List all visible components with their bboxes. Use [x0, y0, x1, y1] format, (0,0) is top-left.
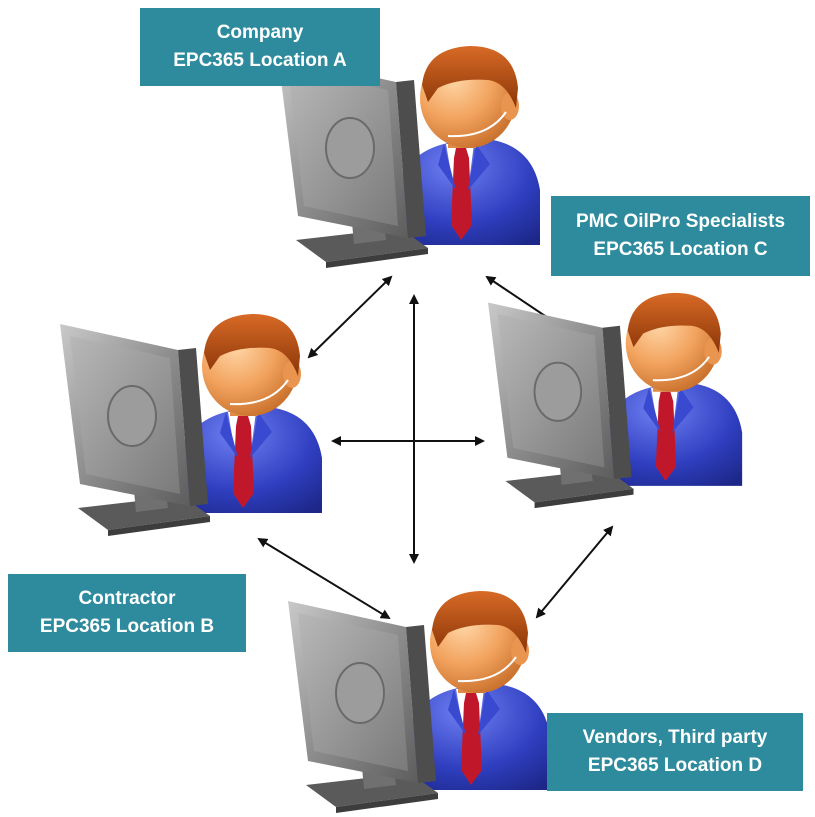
workstation-b	[59, 313, 323, 537]
label-location-d: Vendors, Third party EPC365 Location D	[547, 713, 803, 791]
label-c-location: EPC365 Location C	[593, 239, 768, 260]
label-d-role: Vendors, Third party	[582, 727, 768, 748]
workstation-d	[287, 590, 551, 814]
arrow-b-d	[257, 537, 391, 620]
label-location-a: Company EPC365 Location A	[140, 8, 380, 86]
label-b-role: Contractor	[78, 588, 176, 609]
label-location-c: PMC OilPro Specialists EPC365 Location C	[551, 196, 810, 276]
arrow-c-d	[535, 525, 614, 619]
workstation-c	[487, 291, 744, 510]
connection-arrows	[257, 275, 614, 620]
label-d-location: EPC365 Location D	[587, 755, 763, 776]
label-b-location: EPC365 Location B	[39, 616, 215, 637]
label-a-location: EPC365 Location A	[173, 50, 347, 71]
label-c-role: PMC OilPro Specialists	[575, 211, 786, 232]
label-a-role: Company	[216, 22, 304, 43]
label-location-b: Contractor EPC365 Location B	[8, 574, 246, 652]
arrow-a-b	[307, 275, 393, 359]
